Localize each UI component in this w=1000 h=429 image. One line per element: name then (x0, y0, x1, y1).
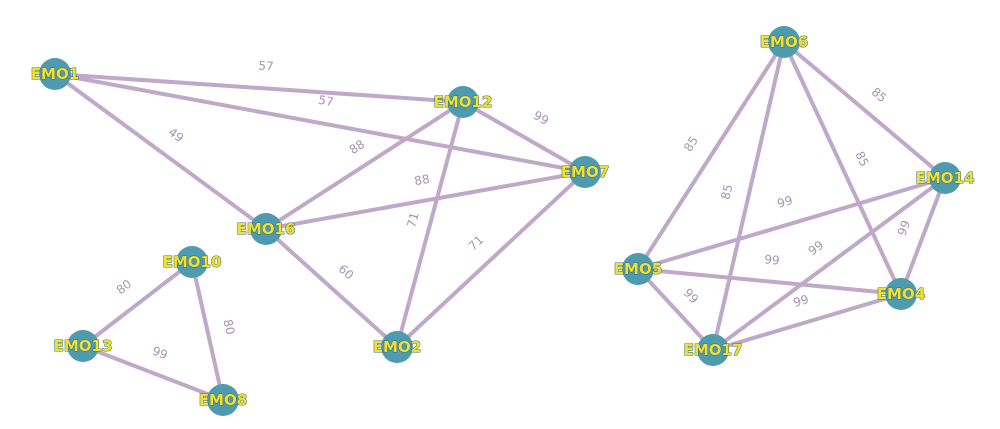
edge-emo7-emo2 (395, 170, 587, 349)
edge-weight-label: 85 (718, 183, 735, 201)
edge-emo10-emo13 (81, 260, 194, 348)
node-circle[interactable] (381, 331, 413, 363)
node-emo12[interactable]: EMO12 (433, 86, 493, 118)
node-circle[interactable] (622, 253, 654, 285)
edge-emo17-emo4 (711, 292, 903, 352)
node-label: EMO16 (237, 220, 296, 238)
edge-weight-label: 60 (336, 262, 357, 283)
node-emo7[interactable]: EMO7 (560, 156, 610, 188)
edge-emo1-emo16 (53, 72, 268, 231)
edge-weight-label: 49 (166, 125, 187, 145)
node-circle[interactable] (447, 86, 479, 118)
node-circle[interactable] (697, 334, 729, 366)
edge-emo6-emo4 (782, 40, 903, 296)
edge-weight-label: 71 (466, 233, 487, 254)
edge-weight-label: 99 (806, 238, 827, 258)
node-circle[interactable] (207, 384, 239, 416)
edge-emo6-emo14 (782, 40, 947, 180)
edge-emo5-emo4 (636, 267, 903, 296)
edge-weight-label: 80 (114, 277, 135, 297)
edge-weight-label: 71 (404, 211, 421, 229)
edges-layer (53, 40, 947, 402)
edge-weight-label: 57 (258, 58, 274, 73)
edge-weight-label: 99 (150, 344, 169, 363)
edge-emo10-emo8 (190, 260, 225, 402)
edge-emo14-emo4 (899, 176, 947, 296)
node-emo17[interactable]: EMO17 (683, 334, 743, 366)
node-label: EMO10 (163, 253, 222, 271)
node-label: EMO8 (199, 391, 247, 409)
edge-weight-label: 57 (317, 93, 335, 110)
node-label: EMO14 (916, 169, 975, 187)
node-label: EMO1 (31, 65, 79, 83)
edge-weight-label: 99 (895, 218, 914, 237)
edge-weight-label: 85 (869, 85, 890, 106)
node-circle[interactable] (39, 58, 71, 90)
node-circle[interactable] (929, 162, 961, 194)
node-label: EMO6 (760, 33, 808, 51)
node-emo2[interactable]: EMO2 (372, 331, 422, 363)
node-label: EMO12 (434, 93, 493, 111)
node-emo8[interactable]: EMO8 (198, 384, 248, 416)
edge-emo13-emo8 (81, 344, 225, 402)
node-circle[interactable] (67, 330, 99, 362)
edge-emo6-emo5 (636, 40, 786, 271)
node-circle[interactable] (569, 156, 601, 188)
edge-emo6-emo17 (711, 40, 786, 352)
edge-weight-label: 99 (531, 108, 551, 128)
node-label: EMO4 (877, 285, 925, 303)
node-label: EMO5 (614, 260, 662, 278)
node-circle[interactable] (768, 26, 800, 58)
node-emo6[interactable]: EMO6 (759, 26, 809, 58)
edge-weight-label: 99 (764, 252, 781, 267)
node-emo1[interactable]: EMO1 (30, 58, 80, 90)
edge-emo7-emo16 (264, 170, 587, 231)
edge-emo14-emo5 (636, 176, 947, 271)
node-label: EMO7 (561, 163, 609, 181)
edge-emo1-emo12 (53, 72, 465, 104)
edge-weight-label: 99 (776, 193, 795, 211)
edge-weight-label: 88 (413, 172, 430, 188)
edge-weight-label: 99 (681, 286, 702, 307)
node-emo16[interactable]: EMO16 (236, 213, 296, 245)
edge-weight-label: 85 (681, 134, 701, 154)
node-circle[interactable] (176, 246, 208, 278)
edge-emo5-emo17 (636, 267, 715, 352)
node-label: EMO17 (684, 341, 743, 359)
edge-weight-label: 80 (220, 318, 237, 336)
edge-emo12-emo16 (264, 100, 465, 231)
edge-emo14-emo17 (711, 176, 947, 352)
edge-emo12-emo2 (395, 100, 465, 349)
node-circle[interactable] (885, 278, 917, 310)
node-circle[interactable] (250, 213, 282, 245)
edge-emo16-emo2 (264, 227, 399, 349)
node-emo4[interactable]: EMO4 (876, 278, 926, 310)
edge-weight-label: 88 (347, 137, 367, 157)
node-emo10[interactable]: EMO10 (162, 246, 222, 278)
edge-weight-label: 99 (792, 292, 811, 310)
edge-weight-label: 85 (852, 149, 871, 169)
node-emo14[interactable]: EMO14 (915, 162, 975, 194)
edge-emo1-emo7 (53, 72, 587, 174)
node-label: EMO13 (54, 337, 113, 355)
edge-labels-layer: 57 57 49 99 88 71 88 71 60 80 80 99 85 85 85 85 99 99 99 99… (114, 58, 914, 362)
node-emo5[interactable]: EMO5 (613, 253, 663, 285)
node-label: EMO2 (373, 338, 421, 356)
node-emo13[interactable]: EMO13 (53, 330, 113, 362)
edge-emo12-emo7 (461, 100, 587, 174)
